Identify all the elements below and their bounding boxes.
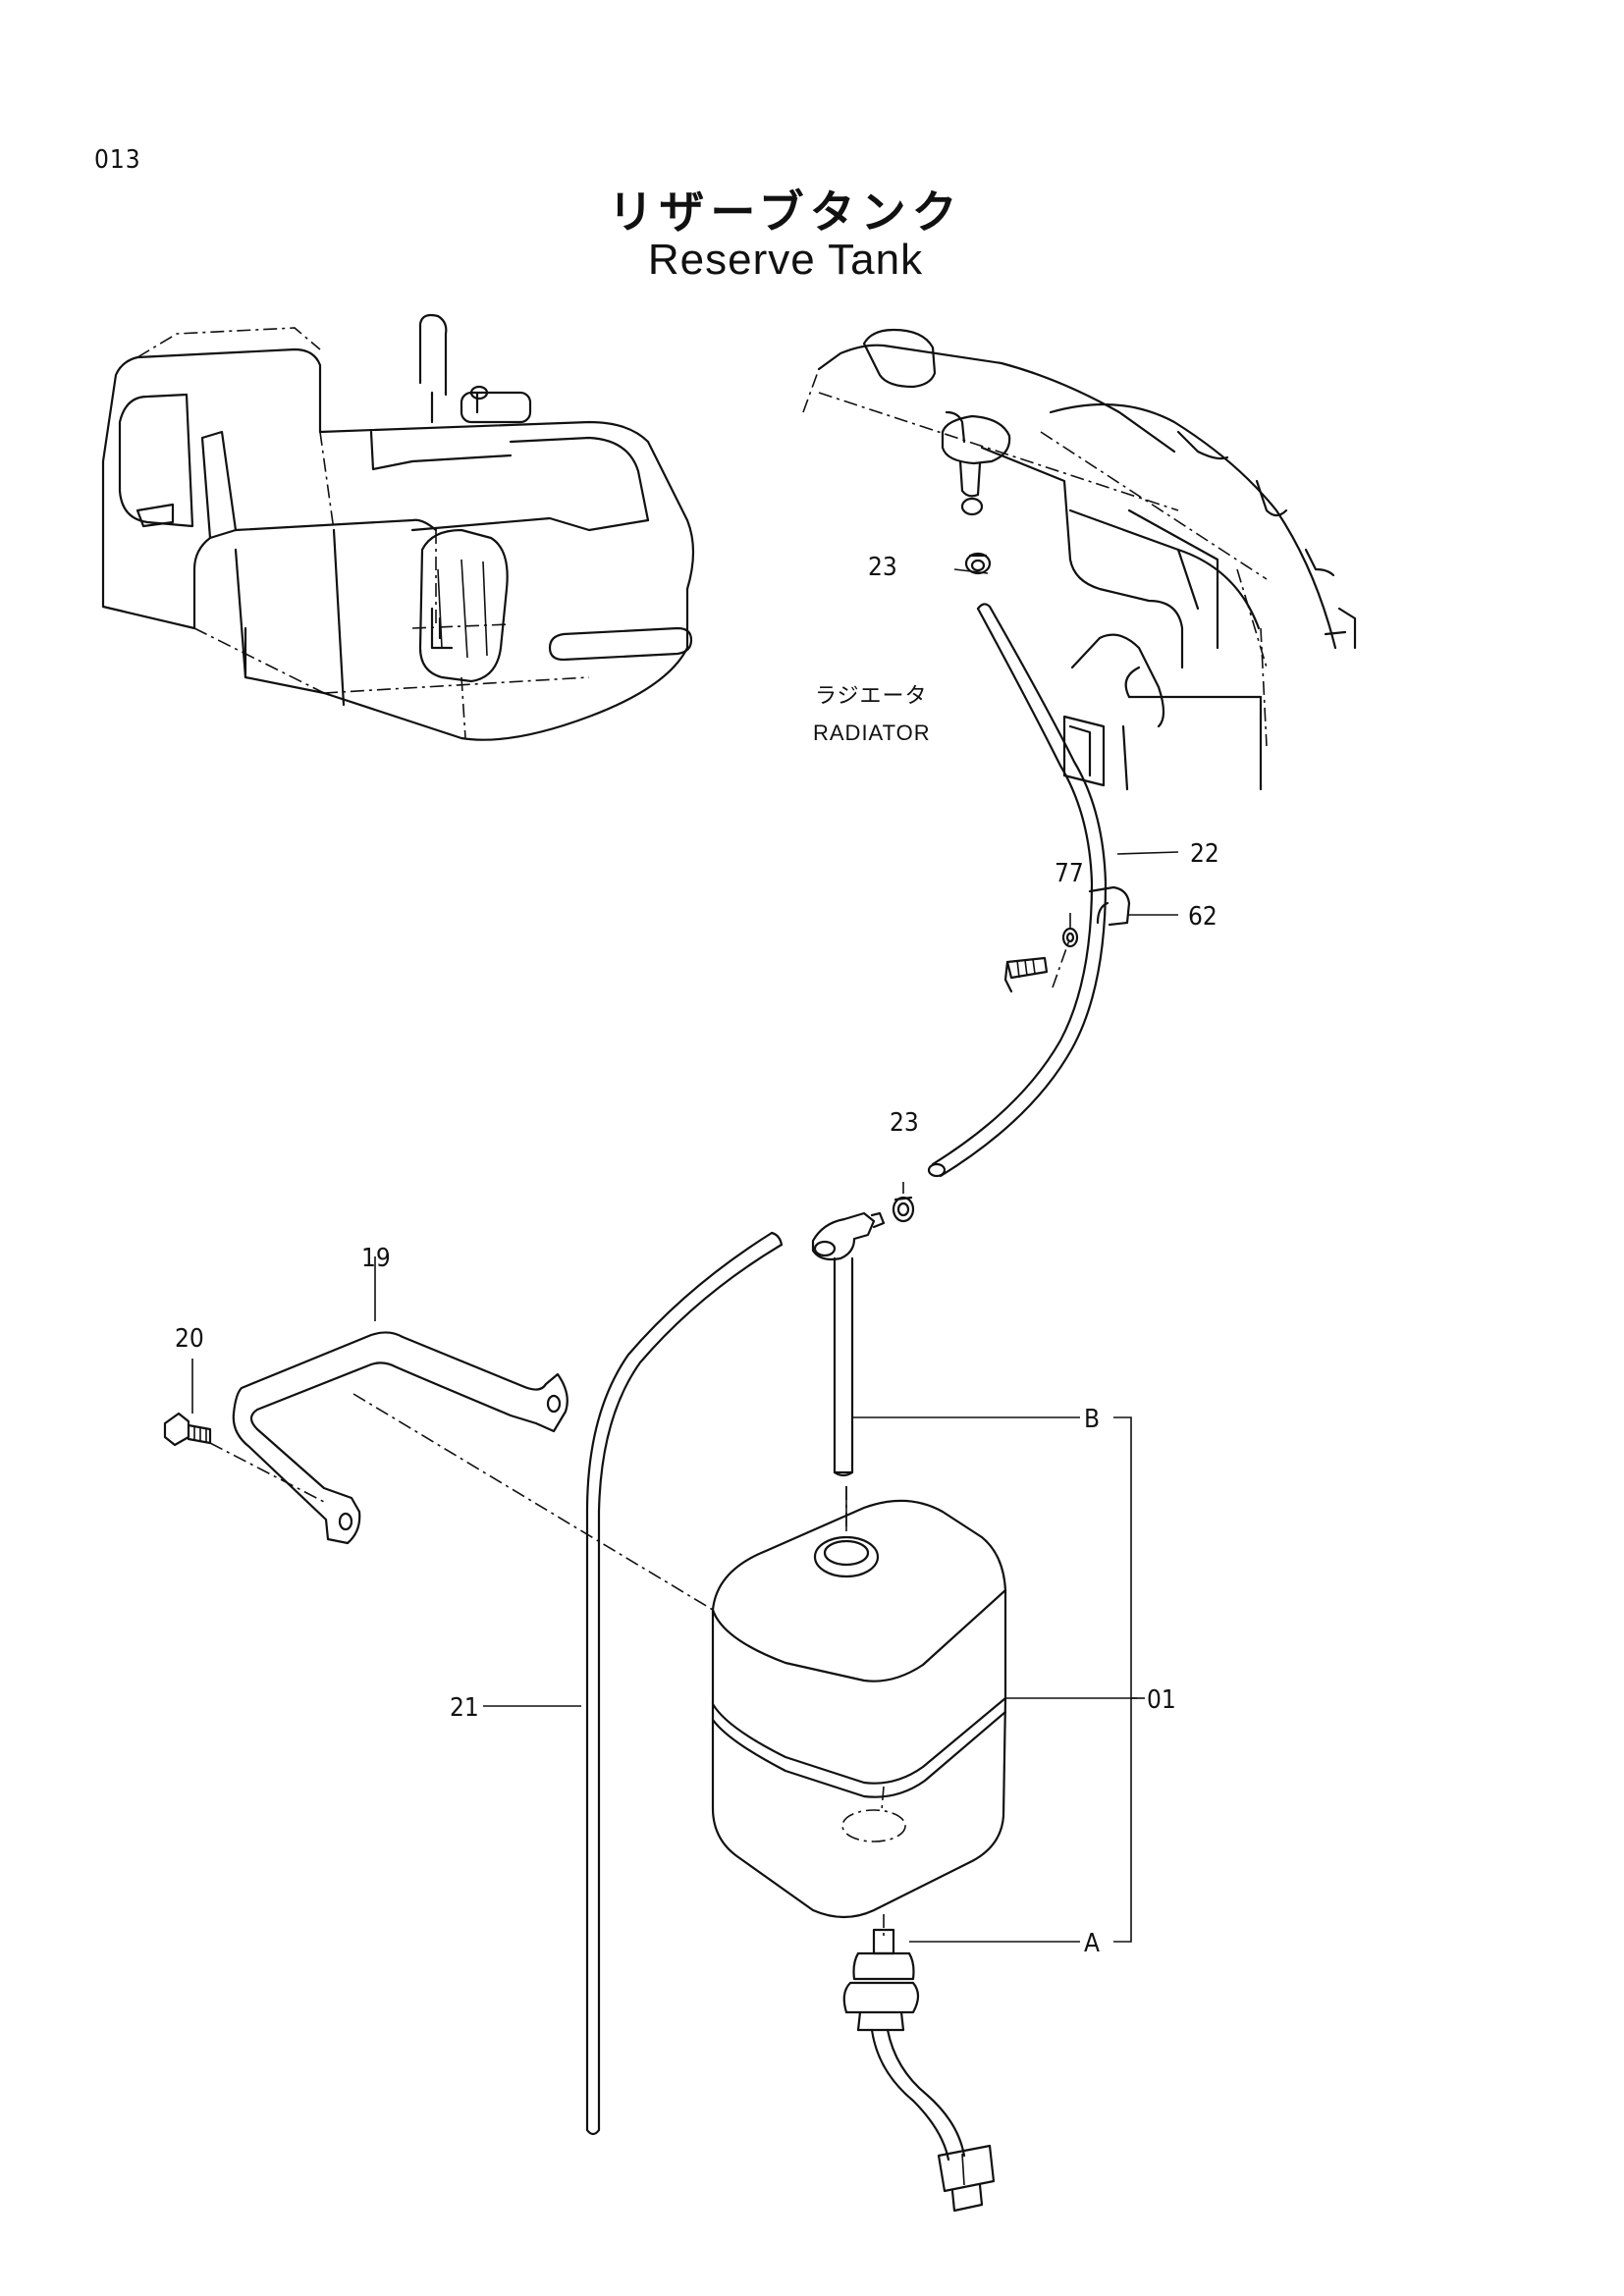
page-number: 013	[94, 145, 141, 175]
radiator-label-japanese: ラジエータ	[815, 683, 928, 708]
clamp-23-top	[964, 552, 992, 575]
leader-lines	[191, 568, 1179, 1943]
callout-23-mid: 23	[890, 1108, 919, 1138]
callout-01: 01	[1147, 1685, 1176, 1715]
radiator-drawing	[802, 328, 1357, 791]
radiator-label-english: RADIATOR	[813, 721, 931, 745]
callout-62: 62	[1188, 902, 1218, 932]
bolt-20	[163, 1412, 212, 1447]
clamp-23-mid	[892, 1196, 915, 1223]
callout-19: 19	[361, 1244, 391, 1273]
hose-21	[585, 1231, 784, 2136]
excavator-overview-drawing	[101, 313, 695, 741]
callout-23-top: 23	[868, 553, 897, 582]
title-english: Reserve Tank	[647, 236, 924, 284]
callout-B: B	[1084, 1405, 1100, 1434]
bracket-19	[232, 1331, 568, 1545]
callout-20: 20	[175, 1324, 204, 1354]
callout-77: 77	[1055, 859, 1084, 888]
reserve-tank-01	[711, 1486, 1007, 1940]
level-sensor	[842, 1928, 996, 2213]
clamp-62-assembly	[1003, 885, 1131, 993]
title-japanese: リザーブタンク	[608, 186, 963, 239]
cap-elbow-fitting	[811, 1211, 886, 1477]
callout-21: 21	[450, 1693, 479, 1723]
callout-22: 22	[1190, 839, 1219, 869]
callout-A: A	[1084, 1929, 1100, 1958]
hose-22	[927, 603, 1108, 1178]
